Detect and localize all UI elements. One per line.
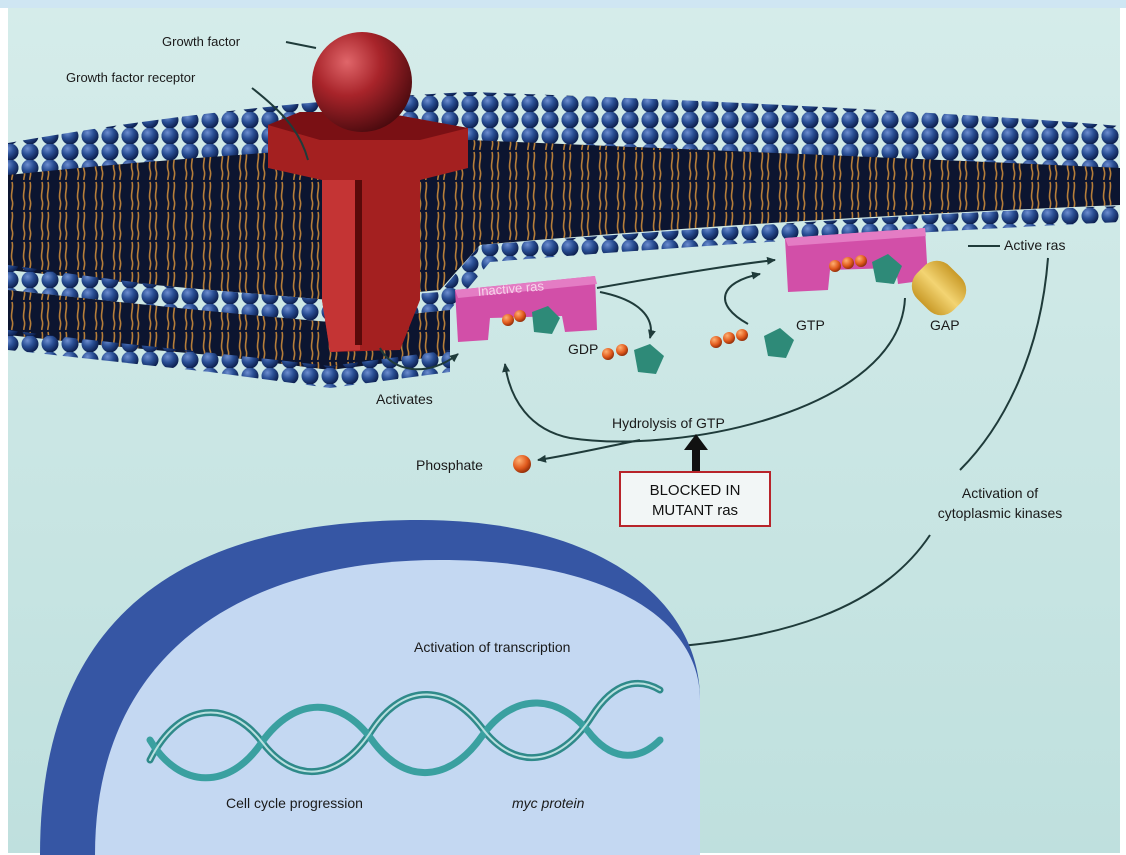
- growth-factor-label: Growth factor: [162, 34, 241, 49]
- activation-transcription-label: Activation of transcription: [414, 639, 570, 655]
- hydrolysis-label: Hydrolysis of GTP: [612, 415, 725, 431]
- blocked-label-line1: BLOCKED IN: [650, 482, 741, 499]
- top-border: [0, 0, 1126, 8]
- phosphate-dot: [829, 260, 841, 272]
- gdp-label: GDP: [568, 341, 598, 357]
- phosphate-dot: [855, 255, 867, 267]
- phosphate-dot: [502, 314, 514, 326]
- phosphate-dot: [842, 257, 854, 269]
- activation-kinases-line2: cytoplasmic kinases: [938, 505, 1063, 521]
- myc-protein-label: myc protein: [512, 795, 585, 811]
- blocked-label-line2: MUTANT ras: [652, 502, 738, 519]
- activation-kinases-line1: Activation of: [962, 485, 1038, 501]
- gap-label: GAP: [930, 317, 960, 333]
- free-phosphate: [513, 455, 531, 473]
- growth-factor-ligand: [312, 32, 412, 132]
- activates-label: Activates: [376, 391, 433, 407]
- growth-factor-receptor-label: Growth factor receptor: [66, 70, 196, 85]
- active-ras-label: Active ras: [1004, 237, 1065, 253]
- gtp-label: GTP: [796, 317, 825, 333]
- cell-cycle-label: Cell cycle progression: [226, 795, 363, 811]
- phosphate-label: Phosphate: [416, 457, 483, 473]
- phosphate-dot: [514, 310, 526, 322]
